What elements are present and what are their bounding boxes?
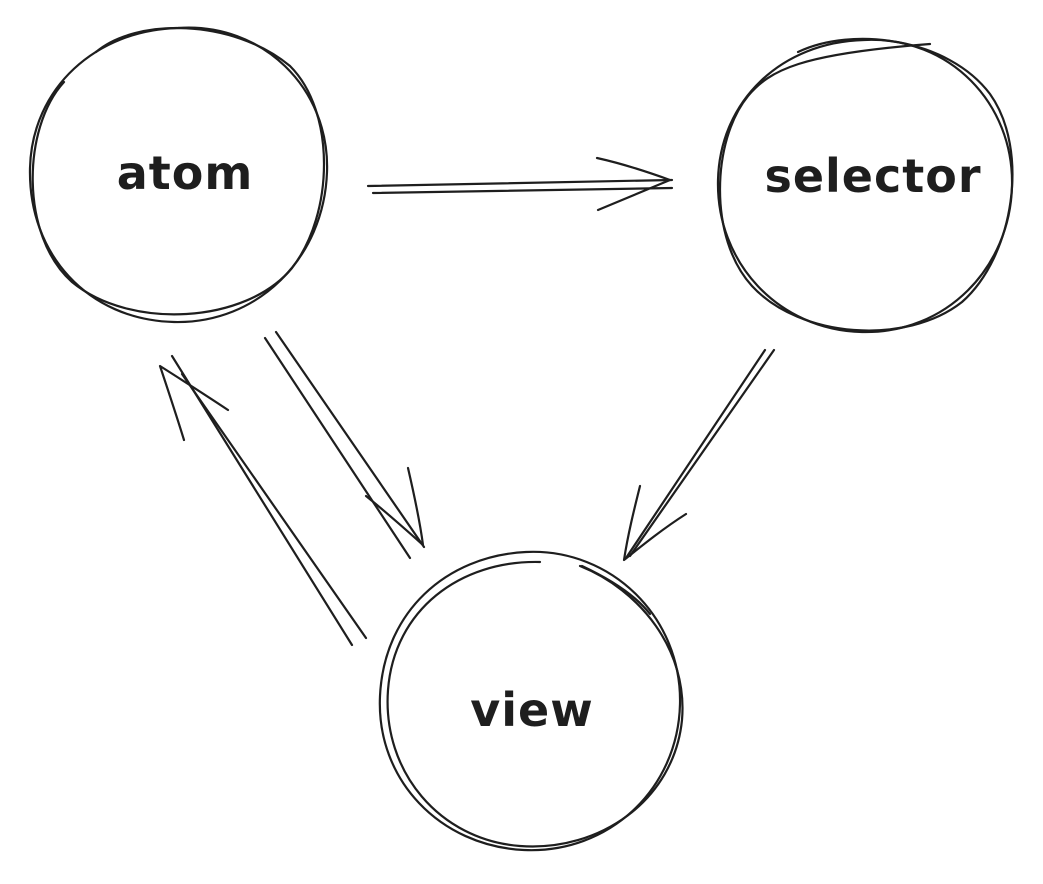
edge-atom-to-selector-arrowhead (595, 156, 672, 212)
node-selector[interactable]: selector (716, 37, 1014, 334)
node-atom-label: atom (117, 146, 254, 200)
node-atom-circle-sketch (31, 26, 326, 316)
edge-atom-to-view-arrowhead (364, 466, 425, 547)
edge-view-to-atom-arrowhead (158, 364, 230, 442)
edge-atom-to-view-line-sketch (274, 330, 426, 549)
edge-selector-to-view (622, 348, 776, 562)
edge-view-to-atom (158, 354, 368, 647)
edge-atom-to-view (263, 330, 426, 560)
node-view-circle (378, 550, 682, 852)
edge-selector-to-view-line (624, 348, 767, 560)
node-view-circle-sketch (386, 560, 684, 848)
edge-atom-to-selector-line-sketch (371, 186, 674, 195)
edge-atom-to-selector (366, 156, 674, 212)
edge-atom-to-selector-line (366, 178, 674, 188)
edge-selector-to-view-arrowhead (622, 484, 688, 562)
edge-selector-to-view-line-sketch (628, 348, 776, 558)
node-view-label: view (470, 683, 593, 737)
node-selector-label: selector (764, 149, 981, 203)
node-atom-circle (28, 26, 329, 324)
node-view[interactable]: view (378, 550, 684, 852)
node-view-circle-tick (580, 564, 652, 616)
edge-view-to-atom-line-sketch (180, 372, 368, 640)
edge-atom-to-view-line (263, 336, 412, 560)
node-atom[interactable]: atom (28, 26, 329, 324)
node-selector-circle-sketch (719, 37, 1014, 332)
